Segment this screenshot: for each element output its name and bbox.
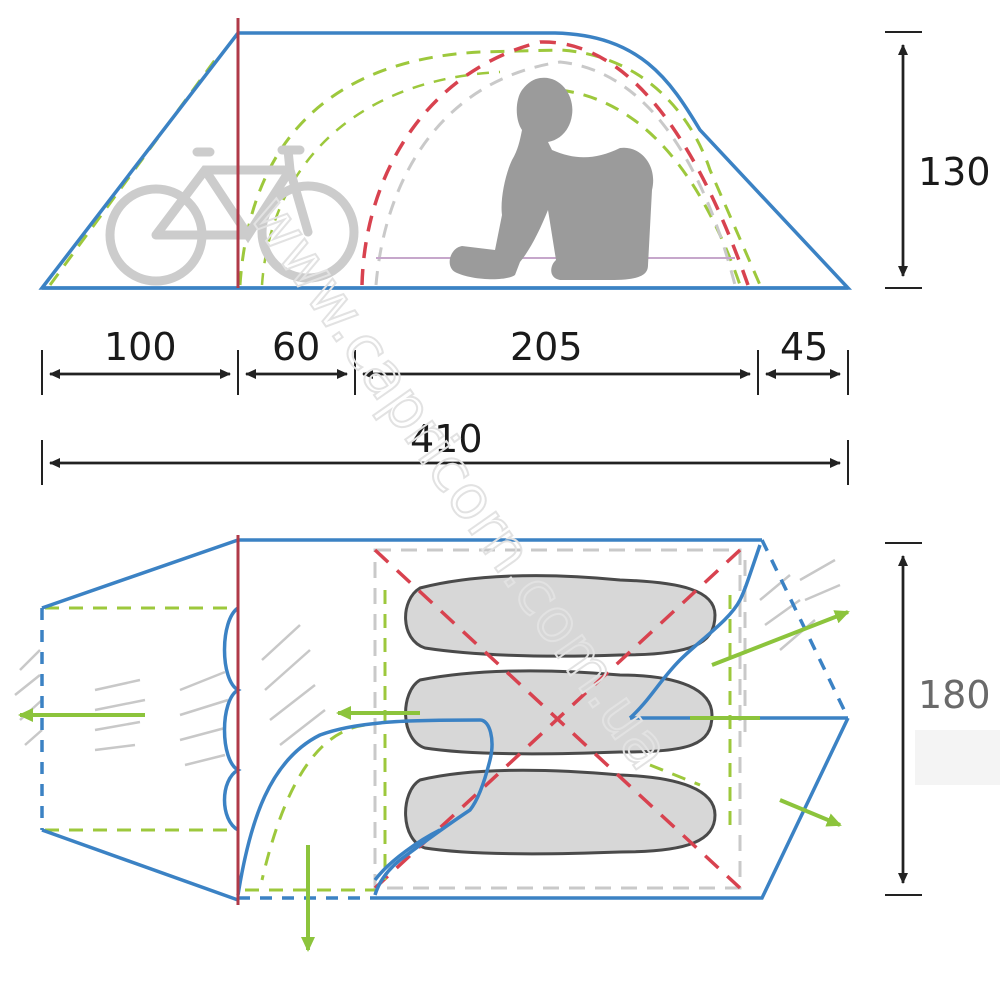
height-value: 130 [918, 150, 991, 194]
segment-vestibule-value: 100 [104, 325, 177, 369]
segment-porch-value: 60 [272, 325, 320, 369]
width-dimension: 180 [885, 542, 1000, 896]
total-length-value: 410 [410, 417, 483, 461]
plan-view [14, 535, 850, 952]
person-with-backpack-icon [449, 77, 654, 281]
width-value: 180 [918, 673, 991, 717]
side-outer-fly [38, 31, 853, 290]
segment-inner-value: 205 [510, 325, 583, 369]
total-length-dimension [41, 440, 849, 485]
side-green-right-dash [559, 88, 742, 286]
side-inner-dashed-arch [260, 70, 501, 286]
side-inner-tent-outline [48, 48, 762, 286]
sleeping-bag-middle [404, 669, 714, 756]
airflow-arrow-icon [18, 610, 850, 952]
width-value-background [915, 730, 1000, 785]
bicycle-icon [105, 145, 359, 286]
segment-rear-value: 45 [780, 325, 828, 369]
side-inner-grey-dash [374, 60, 737, 286]
side-pole-dash [360, 40, 750, 286]
sleeping-bag-bottom [404, 768, 717, 856]
sleeping-bag-icon [404, 574, 717, 856]
side-view [38, 18, 853, 290]
height-dimension: 130 [885, 31, 991, 289]
plan-pole-pattern [373, 548, 742, 890]
segment-dimensions [41, 350, 849, 395]
